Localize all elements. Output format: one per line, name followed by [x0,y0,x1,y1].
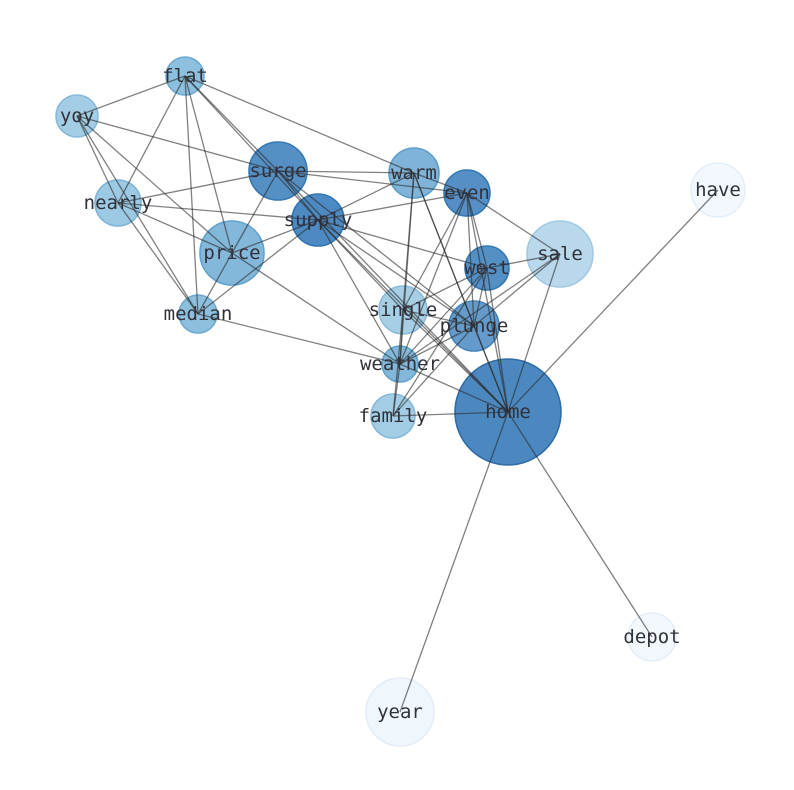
edge-surge-home [277,170,509,413]
edge-flat-nearly [117,75,186,204]
edge-flat-median [184,75,199,315]
edge-west-weather [399,267,488,365]
edge-supply-weather [317,219,401,365]
edge-family-home [392,411,509,417]
edge-west-home [486,267,509,413]
edge-single-plunge [402,309,475,327]
edge-supply-plunge [317,219,475,327]
edge-warm-even [413,172,468,194]
edge-home-year [399,411,509,713]
edge-flat-yoy [76,75,186,117]
nodes-layer [55,56,746,747]
edge-even-home [466,192,509,413]
edge-flat-supply [184,75,319,221]
edge-weather-home [399,363,509,413]
edge-plunge-home [473,325,509,413]
edge-single-home [402,309,509,413]
edge-nearly-surge [117,170,279,204]
edge-yoy-nearly [76,115,119,204]
edge-supply-west [317,219,488,269]
edge-supply-home [317,219,509,413]
edge-plunge-family [392,325,475,417]
edge-sale-plunge [473,253,561,327]
edge-even-west [466,192,488,269]
edge-nearly-median [117,202,199,315]
edge-sale-weather [399,253,561,365]
edge-west-single [402,267,488,311]
edge-even-sale [466,192,561,255]
edge-weather-median [197,313,401,365]
edge-supply-median [197,219,319,315]
edge-yoy-price [76,115,233,254]
edge-surge-plunge [277,170,475,327]
edge-even-plunge [466,192,475,327]
edge-nearly-price [117,202,233,254]
edge-plunge-weather [399,325,475,365]
edge-supply-warm [317,172,415,221]
edge-surge-price [231,170,279,254]
edge-west-plunge [473,267,488,327]
edge-yoy-surge [76,115,279,172]
edge-surge-warm [277,170,415,174]
edge-supply-price [231,219,319,254]
edge-west-family [392,267,488,417]
edge-surge-even [277,170,468,194]
edge-yoy-median [76,115,199,315]
edge-flat-warm [184,75,415,174]
edge-even-single [402,192,468,311]
edge-sale-west [486,253,561,269]
edge-supply-even [317,192,468,221]
edge-flat-price [184,75,233,254]
edge-nearly-supply [117,202,319,221]
edge-even-weather [399,192,468,365]
edge-weather-price [231,252,401,365]
edge-surge-supply [277,170,319,221]
edge-weather-family [392,363,401,417]
edge-home-depot [507,411,653,638]
edges-layer [76,75,719,713]
edge-sale-home [507,253,561,413]
edge-home-have [507,189,719,413]
edge-median-price [197,252,233,315]
